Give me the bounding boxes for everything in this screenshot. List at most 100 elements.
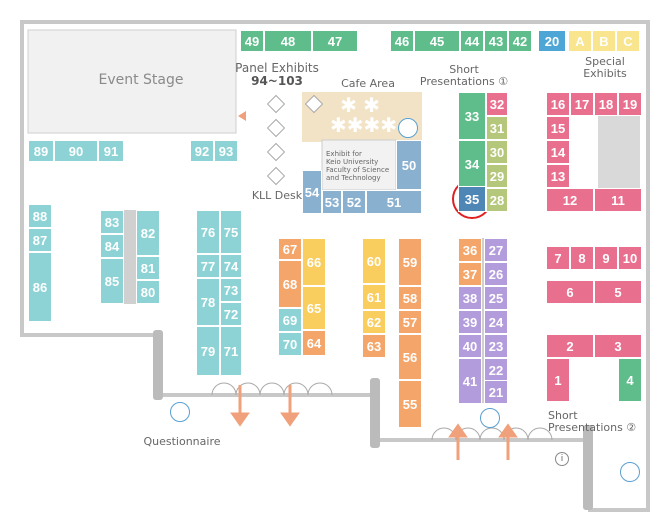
booth-19[interactable]: 19 (618, 92, 642, 116)
booth-11[interactable]: 11 (594, 188, 642, 212)
short-presentations-2-label: Short Presentations ② (548, 409, 637, 434)
booth-85[interactable]: 85 (100, 258, 124, 304)
booth-5[interactable]: 5 (594, 280, 642, 304)
booth-65[interactable]: 65 (302, 286, 326, 330)
booth-93[interactable]: 93 (214, 140, 238, 162)
booth-37[interactable]: 37 (458, 262, 482, 286)
booth-63[interactable]: 63 (362, 334, 386, 358)
booth-18[interactable]: 18 (594, 92, 618, 116)
booth-13[interactable]: 13 (546, 164, 570, 188)
booth-23[interactable]: 23 (484, 334, 508, 358)
booth-52[interactable]: 52 (342, 190, 366, 214)
booth-71[interactable]: 71 (220, 326, 242, 376)
booth-62[interactable]: 62 (362, 310, 386, 334)
booth-91[interactable]: 91 (98, 140, 124, 162)
booth-38[interactable]: 38 (458, 286, 482, 310)
booth-12[interactable]: 12 (546, 188, 594, 212)
booth-82[interactable]: 82 (136, 210, 160, 256)
short-presentations-1-label: Short Presentations ① (419, 63, 509, 88)
booth-50[interactable]: 50 (396, 140, 422, 190)
booth-80[interactable]: 80 (136, 280, 160, 304)
booth-61[interactable]: 61 (362, 284, 386, 310)
booth-54[interactable]: 54 (302, 170, 322, 214)
info-icon: i (555, 452, 569, 466)
booth-74[interactable]: 74 (220, 254, 242, 278)
booth-84[interactable]: 84 (100, 234, 124, 258)
booth-57[interactable]: 57 (398, 310, 422, 334)
booth-81[interactable]: 81 (136, 256, 160, 280)
booth-31[interactable]: 31 (486, 116, 508, 140)
booth-32[interactable]: 32 (486, 92, 508, 116)
booth-47[interactable]: 47 (312, 30, 358, 52)
booth-20[interactable]: 20 (538, 30, 566, 52)
booth-6[interactable]: 6 (546, 280, 594, 304)
booth-67[interactable]: 67 (278, 238, 302, 260)
booth-29[interactable]: 29 (486, 164, 508, 188)
booth-42[interactable]: 42 (508, 30, 532, 52)
booth-83[interactable]: 83 (100, 210, 124, 234)
booth-9[interactable]: 9 (594, 246, 618, 270)
booth-87[interactable]: 87 (28, 228, 52, 252)
booth-17[interactable]: 17 (570, 92, 594, 116)
booth-16[interactable]: 16 (546, 92, 570, 116)
booth-89[interactable]: 89 (28, 140, 54, 162)
booth-48[interactable]: 48 (264, 30, 312, 52)
booth-1[interactable]: 1 (546, 358, 570, 402)
booth-25[interactable]: 25 (484, 286, 508, 310)
booth-26[interactable]: 26 (484, 262, 508, 286)
booth-41[interactable]: 41 (458, 358, 482, 404)
booth-51[interactable]: 51 (366, 190, 422, 214)
booth-35[interactable]: 35 (458, 186, 486, 212)
booth-a[interactable]: A (568, 30, 592, 52)
booth-34[interactable]: 34 (458, 140, 486, 188)
booth-7[interactable]: 7 (546, 246, 570, 270)
booth-39[interactable]: 39 (458, 310, 482, 334)
booth-46[interactable]: 46 (390, 30, 414, 52)
booth-76[interactable]: 76 (196, 210, 220, 254)
booth-90[interactable]: 90 (54, 140, 98, 162)
booth-30[interactable]: 30 (486, 140, 508, 164)
booth-8[interactable]: 8 (570, 246, 594, 270)
booth-66[interactable]: 66 (302, 238, 326, 286)
booth-75[interactable]: 75 (220, 210, 242, 254)
booth-28[interactable]: 28 (486, 188, 508, 212)
booth-79[interactable]: 79 (196, 326, 220, 376)
booth-33[interactable]: 33 (458, 92, 486, 140)
booth-3[interactable]: 3 (594, 334, 642, 358)
booth-b[interactable]: B (592, 30, 616, 52)
booth-60[interactable]: 60 (362, 238, 386, 284)
booth-22[interactable]: 22 (484, 358, 508, 382)
booth-49[interactable]: 49 (240, 30, 264, 52)
booth-68[interactable]: 68 (278, 260, 302, 308)
booth-88[interactable]: 88 (28, 204, 52, 228)
booth-69[interactable]: 69 (278, 308, 302, 332)
booth-86[interactable]: 86 (28, 252, 52, 322)
booth-c[interactable]: C (616, 30, 640, 52)
booth-43[interactable]: 43 (484, 30, 508, 52)
booth-77[interactable]: 77 (196, 254, 220, 278)
booth-4[interactable]: 4 (618, 358, 642, 402)
booth-72[interactable]: 72 (220, 302, 242, 326)
booth-24[interactable]: 24 (484, 310, 508, 334)
booth-59[interactable]: 59 (398, 238, 422, 286)
booth-58[interactable]: 58 (398, 286, 422, 310)
booth-2[interactable]: 2 (546, 334, 594, 358)
booth-36[interactable]: 36 (458, 238, 482, 262)
booth-70[interactable]: 70 (278, 332, 302, 356)
booth-15[interactable]: 15 (546, 116, 570, 140)
booth-55[interactable]: 55 (398, 380, 422, 428)
booth-40[interactable]: 40 (458, 334, 482, 358)
booth-92[interactable]: 92 (190, 140, 214, 162)
booth-27[interactable]: 27 (484, 238, 508, 262)
booth-53[interactable]: 53 (322, 190, 342, 214)
booth-14[interactable]: 14 (546, 140, 570, 164)
booth-21[interactable]: 21 (484, 380, 508, 404)
presentation-1-icon (398, 118, 418, 138)
booth-78[interactable]: 78 (196, 278, 220, 326)
booth-64[interactable]: 64 (302, 330, 326, 356)
booth-56[interactable]: 56 (398, 334, 422, 380)
booth-10[interactable]: 10 (618, 246, 642, 270)
booth-44[interactable]: 44 (460, 30, 484, 52)
booth-45[interactable]: 45 (414, 30, 460, 52)
booth-73[interactable]: 73 (220, 278, 242, 302)
